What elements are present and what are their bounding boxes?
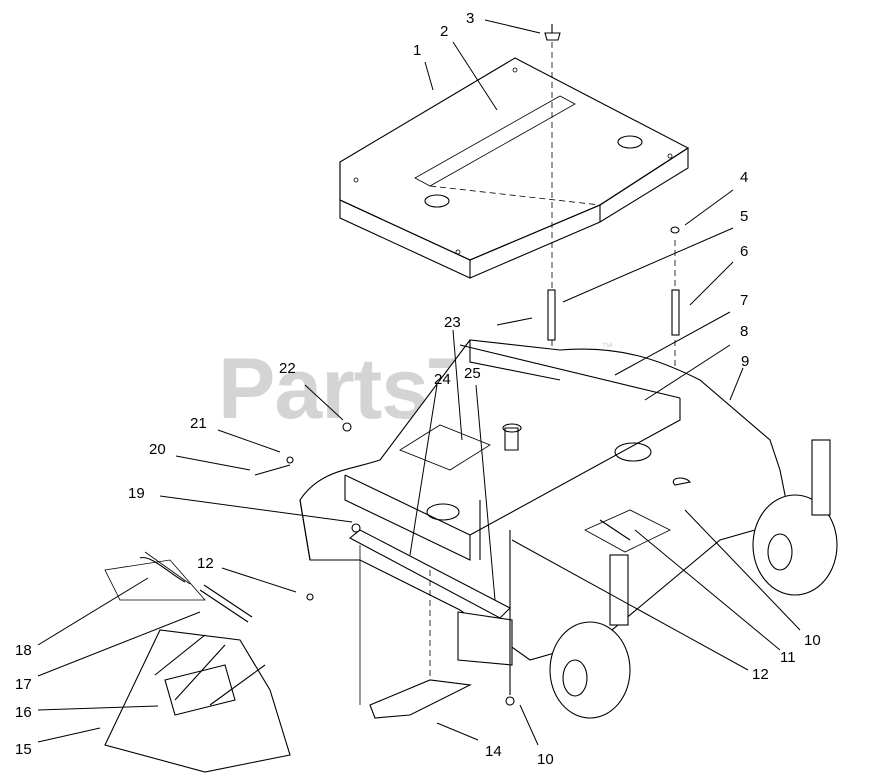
mower-deck bbox=[299, 339, 791, 661]
callout-4: 4 bbox=[740, 169, 749, 186]
callout-18: 18 bbox=[15, 642, 32, 659]
callout-14: 14 bbox=[485, 743, 502, 760]
callout-12: 12 bbox=[197, 555, 214, 572]
callout-12: 12 bbox=[752, 666, 769, 683]
callout-15: 15 bbox=[15, 741, 32, 758]
knob-part bbox=[544, 24, 561, 41]
callout-3: 3 bbox=[466, 10, 475, 27]
callout-24: 24 bbox=[434, 371, 451, 388]
callout-19: 19 bbox=[128, 485, 145, 502]
callout-16: 16 bbox=[15, 704, 32, 721]
callout-22: 22 bbox=[279, 360, 296, 377]
callout-1: 1 bbox=[413, 42, 422, 59]
discharge-chute bbox=[104, 551, 291, 773]
caster-wheel-right bbox=[752, 439, 838, 596]
callout-11: 11 bbox=[780, 649, 796, 666]
baffle-bracket bbox=[349, 529, 513, 719]
callout-10: 10 bbox=[537, 751, 554, 768]
callout-9: 9 bbox=[741, 353, 750, 370]
callout-8: 8 bbox=[740, 323, 749, 340]
callout-6: 6 bbox=[740, 243, 749, 260]
callout-23: 23 bbox=[444, 314, 461, 331]
deck-cover bbox=[339, 57, 690, 279]
callout-10: 10 bbox=[804, 632, 821, 649]
caster-wheel-front bbox=[549, 554, 631, 719]
callout-5: 5 bbox=[740, 208, 749, 225]
callout-2: 2 bbox=[440, 23, 449, 40]
callout-17: 17 bbox=[15, 676, 32, 693]
callout-7: 7 bbox=[740, 292, 749, 309]
callout-20: 20 bbox=[149, 441, 166, 458]
callout-21: 21 bbox=[190, 415, 207, 432]
leader-lines bbox=[37, 19, 801, 746]
callout-25: 25 bbox=[464, 365, 481, 382]
hardware bbox=[254, 317, 533, 706]
